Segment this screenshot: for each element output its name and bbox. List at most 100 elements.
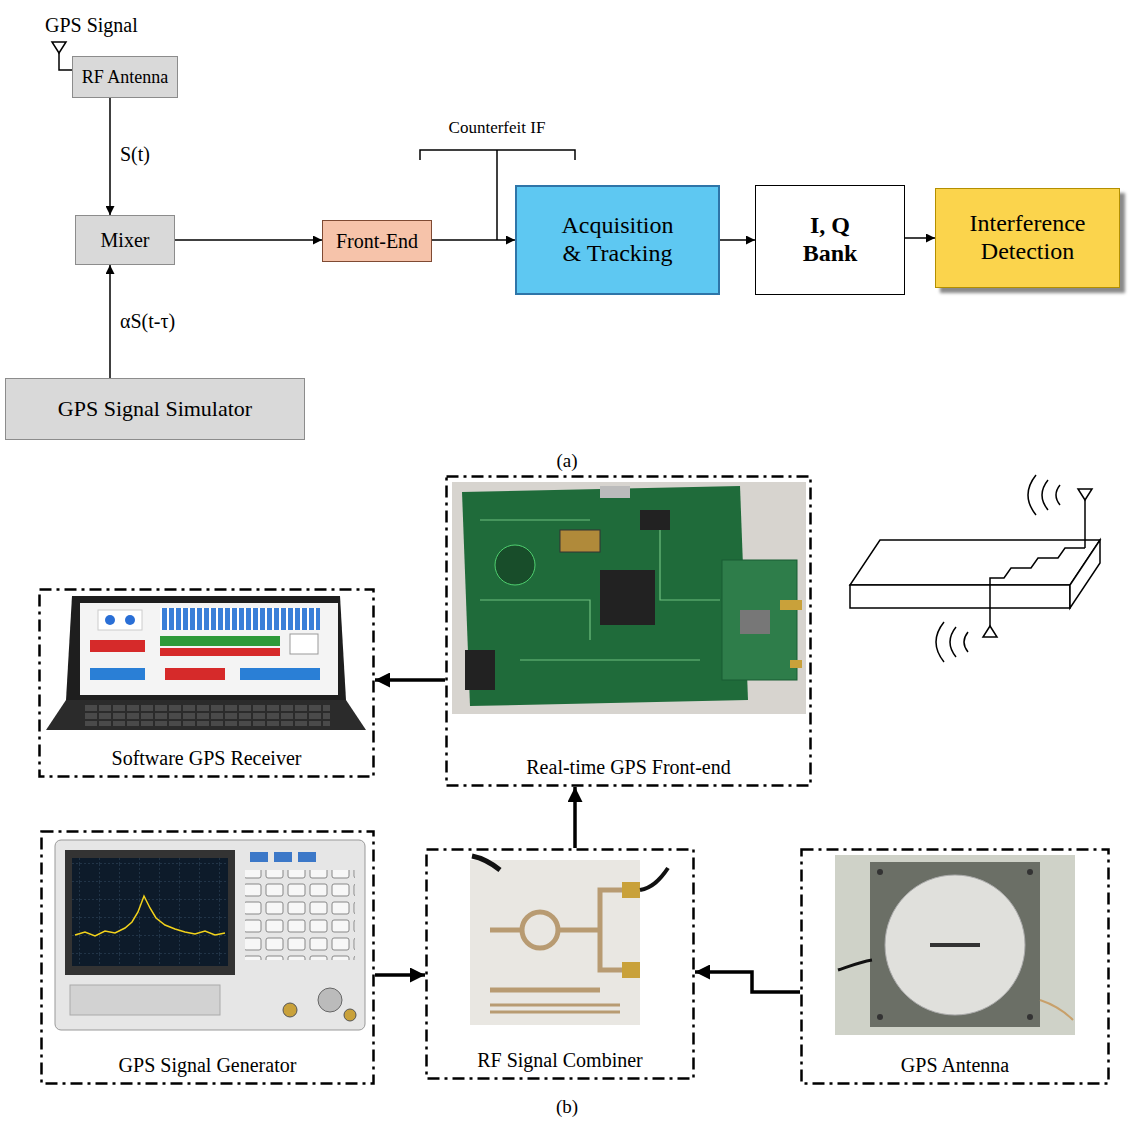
radiation-sketch-part xyxy=(989,608,991,626)
signal-arrow xyxy=(375,678,445,682)
front-end-board-photo-part xyxy=(740,610,770,634)
front-end-board-photo-part xyxy=(790,660,802,668)
radiation-sketch-part xyxy=(850,540,1100,585)
combiner-board-photo-part xyxy=(622,962,640,978)
bank-box: I, Q Bank xyxy=(755,185,905,295)
signal-generator-photo-part xyxy=(72,858,228,966)
signal-generator-photo-part xyxy=(298,852,316,862)
signal-generator-photo-part xyxy=(75,896,225,936)
radiation-sketch-part xyxy=(983,626,997,637)
radiation-sketch-part xyxy=(936,622,968,662)
signal-arrow xyxy=(175,239,322,241)
mixer-box: Mixer xyxy=(75,215,175,265)
laptop-photo-part xyxy=(46,700,366,730)
detector-box: Interference Detection xyxy=(935,188,1120,288)
frame-outline xyxy=(802,850,1109,1084)
signal-generator-photo-part xyxy=(245,870,355,960)
radiation-sketch xyxy=(850,475,1100,662)
patch-antenna-photo-part xyxy=(885,875,1025,1015)
signal-generator-photo-part xyxy=(55,840,365,1030)
patch-antenna-photo-part xyxy=(877,1014,883,1020)
frame-outline xyxy=(40,590,374,777)
signal-arrow xyxy=(375,973,425,977)
photo-caption: Real-time GPS Front-end xyxy=(526,756,730,779)
signal-generator-photo-part xyxy=(70,985,220,1015)
simulator-box: GPS Signal Simulator xyxy=(5,378,305,440)
laptop-photo-part xyxy=(90,668,145,680)
radiation-sketch-part xyxy=(850,585,1070,608)
signal-generator-photo-part xyxy=(274,852,292,862)
patch-antenna-photo-part xyxy=(930,943,980,947)
front-end-box: Front-End xyxy=(322,220,432,262)
laptop-photo-part xyxy=(160,608,320,630)
patch-antenna-photo-part xyxy=(838,960,872,970)
signal-generator-photo-part xyxy=(283,1003,297,1017)
signal-label: GPS Signal xyxy=(45,14,138,37)
patch-antenna-photo-part xyxy=(877,869,883,875)
photo-panel: GPS Signal Generator xyxy=(40,830,375,1085)
patch-antenna-photo-part xyxy=(870,862,1040,1027)
patch-antenna-photo-part xyxy=(1027,1014,1033,1020)
photo-panel: GPS Antenna xyxy=(800,848,1110,1085)
signal-arrow xyxy=(432,239,515,241)
node-label: RF Antenna xyxy=(82,67,169,88)
process-box: Acquisition & Tracking xyxy=(515,185,720,295)
antenna-symbol-part xyxy=(52,42,66,53)
tap-bracket-part xyxy=(496,150,498,240)
laptop-photo-part xyxy=(160,648,280,656)
signal-arrow xyxy=(573,787,577,848)
laptop-photo-part xyxy=(125,615,135,625)
signal-arrow xyxy=(109,98,111,215)
photo-caption: RF Signal Combiner xyxy=(477,1049,643,1072)
photo-panel: RF Signal Combiner xyxy=(425,848,695,1080)
radiation-sketch-part xyxy=(1078,489,1092,500)
photo-caption: GPS Signal Generator xyxy=(119,1054,297,1077)
photo-panel: Software GPS Receiver xyxy=(38,588,375,778)
signal-generator-photo-part xyxy=(72,858,228,966)
patch-antenna-photo xyxy=(835,855,1075,1035)
signal-generator-photo-part xyxy=(318,988,342,1012)
patch-antenna-photo-part xyxy=(1040,1000,1073,1020)
dash-dot-frame xyxy=(425,848,695,1080)
signal-arrow xyxy=(109,265,111,378)
laptop-photo-part xyxy=(90,640,145,652)
node-label: Interference Detection xyxy=(970,210,1086,265)
radiation-sketch-part xyxy=(1070,540,1100,608)
combiner-board-photo-part xyxy=(490,890,625,990)
patch-antenna-photo-part xyxy=(835,855,1075,1035)
block-box: RF Antenna xyxy=(72,56,179,98)
node-label: Front-End xyxy=(336,230,418,253)
connector-group xyxy=(110,98,935,992)
frame-outline xyxy=(42,832,374,1084)
signal-arrow xyxy=(905,237,935,239)
front-end-board-photo-part xyxy=(462,486,748,706)
laptop-photo-part xyxy=(80,603,338,695)
photo-caption: GPS Antenna xyxy=(901,1054,1009,1077)
radiation-sketch-part xyxy=(990,548,1085,608)
front-end-board-photo-part xyxy=(600,570,655,625)
node-label: Mixer xyxy=(101,229,150,252)
front-end-board-photo-part xyxy=(495,545,535,585)
dash-dot-frame xyxy=(445,475,812,787)
laptop-photo-part xyxy=(105,615,115,625)
node-label: I, Q Bank xyxy=(795,212,865,267)
node-label: Acquisition & Tracking xyxy=(562,212,674,267)
photo-caption: Software GPS Receiver xyxy=(112,747,302,770)
front-end-board-photo xyxy=(452,482,806,714)
signal-generator-photo-part xyxy=(65,850,235,975)
dash-dot-frame xyxy=(40,830,375,1085)
front-end-board-photo-part xyxy=(452,482,806,714)
front-end-board-photo-part xyxy=(600,486,630,498)
laptop-photo-part xyxy=(84,704,330,726)
combiner-board-photo-part xyxy=(640,868,668,890)
signal-arrow xyxy=(720,239,755,241)
laptop-photo xyxy=(46,596,366,730)
front-end-board-photo-part xyxy=(722,560,797,680)
laptop-photo-part xyxy=(240,668,320,680)
front-end-board-photo-part xyxy=(480,520,720,660)
signal-generator-photo-part xyxy=(344,1009,356,1021)
laptop-photo-part xyxy=(160,636,280,646)
